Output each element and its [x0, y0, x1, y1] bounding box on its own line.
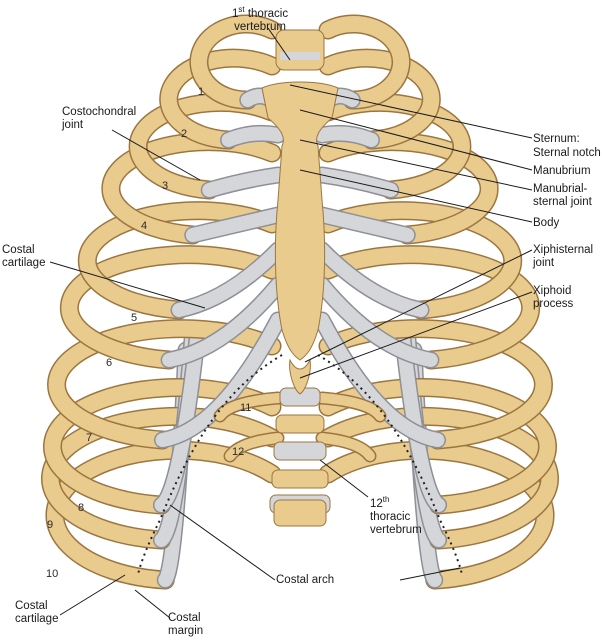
vertebra	[275, 414, 325, 434]
rib-5-right	[320, 202, 521, 318]
costal-arch-dots	[137, 354, 463, 576]
vertebra	[271, 469, 329, 489]
xiphoid-process	[289, 358, 311, 395]
costal-cartilage-5-left	[172, 243, 285, 317]
costal-cartilage-6-right	[315, 278, 438, 367]
rib-number-4: 4	[141, 220, 148, 232]
rib-6-left	[61, 246, 280, 368]
leader-line	[111, 129, 201, 181]
leader-line	[49, 261, 206, 309]
leader-line	[299, 169, 533, 223]
leader-line	[59, 574, 126, 616]
costal-cartilage-7-left	[155, 313, 285, 447]
rib-2-left	[160, 50, 280, 148]
label-sternal-notch: Sternal notch	[533, 147, 601, 159]
rib-number-3: 3	[162, 180, 169, 192]
rib-number-1: 1	[198, 86, 205, 98]
rib-12-right	[317, 433, 375, 461]
rib-number-6: 6	[106, 357, 113, 369]
costal-cartilage-2-left	[221, 126, 285, 147]
rib-number-2: 2	[181, 128, 188, 140]
leader-lines	[49, 27, 533, 619]
thoracic-spine	[269, 29, 331, 527]
rib-11-right	[317, 393, 385, 421]
rib-number-11: 11	[240, 402, 252, 414]
leader-line	[299, 291, 533, 379]
intervertebral-disc	[280, 52, 320, 60]
label-first-thoracic-vertebrum: 1st thoracic vertebrum	[232, 5, 289, 33]
rib-1-right	[320, 16, 410, 109]
costal-cartilage-6-left	[162, 278, 285, 367]
leader-line	[169, 504, 276, 581]
rib-number-5: 5	[131, 312, 138, 324]
sternum	[261, 81, 339, 361]
costal-cartilage-4-right	[315, 208, 415, 242]
costal-cartilage-4-left	[185, 208, 285, 242]
rib-7-left	[48, 320, 280, 448]
rib-7-right	[320, 320, 552, 448]
costal-cartilage-7-right	[315, 313, 445, 447]
costal-cartilage-3-left	[202, 168, 285, 197]
rib-6-right	[320, 246, 539, 368]
leader-line	[267, 27, 291, 61]
costal-cartilage-2-right	[315, 126, 379, 147]
leader-line	[289, 84, 533, 139]
rib-number-7: 7	[86, 432, 93, 444]
twelfth-thoracic-vertebra	[273, 499, 327, 527]
rib-11-left	[215, 393, 283, 421]
costal-cartilage-5-right	[315, 243, 428, 317]
rib-number-8: 8	[78, 502, 85, 514]
leader-line	[399, 567, 461, 581]
label-manubrium: Manubrium	[533, 165, 591, 177]
rib-number-9: 9	[47, 519, 54, 531]
costal-cartilage-8-left	[154, 323, 205, 512]
leader-line	[304, 249, 533, 363]
costal-cartilage-8-right	[395, 323, 446, 512]
costal-arch	[137, 354, 283, 576]
ribs	[41, 14, 559, 590]
label-costal-arch: Costal arch	[276, 574, 335, 586]
costal-arch	[317, 354, 463, 576]
leader-line	[299, 139, 533, 191]
leader-line	[299, 109, 533, 171]
leader-line	[319, 459, 369, 498]
rib-number-12: 12	[232, 446, 245, 458]
rib-2-right	[320, 50, 440, 148]
label-body: Body	[533, 217, 560, 229]
label-manubrial-sternal-joint: Manubrial-sternal joint	[533, 183, 592, 208]
rib-5-left	[79, 202, 280, 318]
vertebra	[273, 441, 327, 461]
rib-12-left	[225, 433, 283, 461]
rib-number-10: 10	[46, 568, 59, 580]
label-sternum-heading: Sternum:	[533, 133, 580, 145]
rib-1-left	[190, 16, 280, 109]
leader-line	[134, 589, 171, 619]
